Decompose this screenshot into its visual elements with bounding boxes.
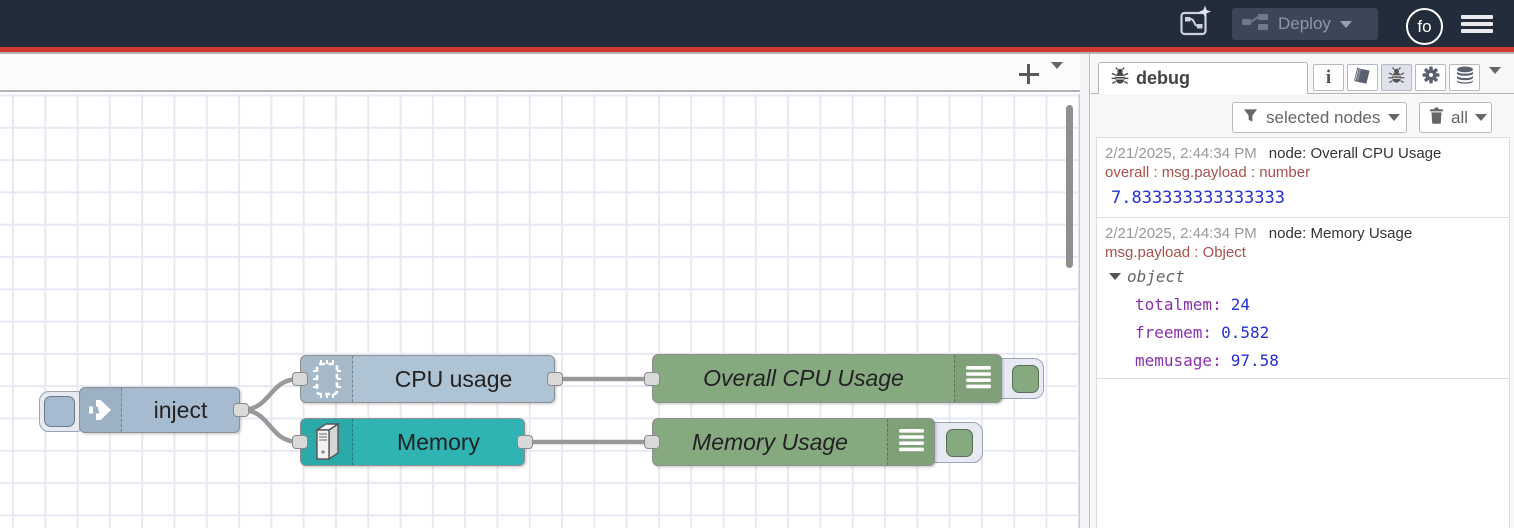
debug-filter-button[interactable]: selected nodes: [1232, 102, 1407, 133]
json-root-label: object: [1127, 266, 1185, 286]
json-tree-entry[interactable]: freemem: 0.582: [1105, 318, 1501, 346]
user-avatar[interactable]: fo: [1406, 8, 1443, 45]
sidebar-resize-handle[interactable]: [1080, 54, 1090, 528]
message-source-node[interactable]: node: Overall CPU Usage: [1268, 145, 1442, 162]
add-flow-button[interactable]: [1014, 62, 1042, 86]
message-source-node[interactable]: node: Memory Usage: [1268, 225, 1413, 242]
info-icon: i: [1325, 67, 1332, 88]
sidebar-help-button[interactable]: [1347, 64, 1378, 91]
json-value: 97.58: [1230, 350, 1279, 370]
debug-list-icon: [954, 355, 1001, 402]
sidebar: debug i: [1091, 54, 1514, 528]
sidebar-debug-button[interactable]: [1381, 64, 1412, 91]
tab-debug-label: debug: [1136, 68, 1190, 88]
sidebar-menu-button[interactable]: [1489, 67, 1501, 92]
canvas-scrollbar[interactable]: [1066, 105, 1073, 268]
deploy-icon: [1242, 12, 1269, 37]
gear-icon: [1422, 66, 1440, 89]
json-key: totalmem:: [1135, 294, 1222, 314]
wire-layer: [238, 376, 655, 445]
node-label: Memory: [396, 428, 481, 455]
json-tree-root-row[interactable]: object: [1105, 262, 1501, 290]
port-output[interactable]: [233, 403, 249, 417]
node-label: Memory Usage: [692, 428, 848, 455]
debug-list-icon: [887, 419, 934, 465]
port-input[interactable]: [644, 435, 660, 449]
json-value: 24: [1230, 294, 1250, 314]
computer-tower-icon: [301, 419, 353, 465]
debug-clear-label: all: [1451, 107, 1469, 127]
node-memory[interactable]: Memory: [300, 418, 525, 466]
book-icon: [1353, 66, 1372, 89]
deploy-label: Deploy: [1278, 14, 1331, 33]
chevron-down-icon: [1475, 114, 1488, 121]
debug-clear-button[interactable]: all: [1419, 102, 1492, 133]
node-debug-overall-cpu[interactable]: Overall CPU Usage: [652, 354, 1002, 403]
inject-arrow-icon: [80, 388, 122, 432]
collapse-caret-icon[interactable]: [1109, 272, 1121, 280]
flow-assistant-button[interactable]: [1176, 4, 1214, 45]
json-key: memusage:: [1135, 350, 1222, 370]
main-menu-button[interactable]: [1461, 15, 1493, 33]
flow-canvas[interactable]: [0, 94, 1080, 528]
wire[interactable]: [238, 376, 302, 413]
json-key: freemem:: [1135, 322, 1213, 342]
deploy-button[interactable]: Deploy: [1232, 8, 1378, 40]
chevron-down-icon: [1388, 114, 1401, 121]
sidebar-info-button[interactable]: i: [1313, 64, 1344, 91]
debug-filter-label: selected nodes: [1266, 107, 1381, 127]
port-input[interactable]: [292, 372, 308, 386]
sidebar-config-button[interactable]: [1415, 64, 1446, 91]
message-property-path: msg.payload : Object: [1105, 244, 1246, 261]
bug-icon: [1388, 66, 1405, 89]
port-input[interactable]: [292, 435, 308, 449]
sidebar-context-button[interactable]: [1449, 64, 1480, 91]
message-property-path: overall : msg.payload : number: [1105, 164, 1311, 181]
trash-icon: [1429, 107, 1444, 129]
json-value: 0.582: [1221, 322, 1270, 342]
node-cpu-usage[interactable]: CPU usage: [300, 355, 555, 403]
bug-icon: [1111, 67, 1129, 90]
tab-debug[interactable]: debug: [1098, 62, 1308, 94]
json-tree: object totalmem: 24 freemem: 0.582 memus…: [1105, 262, 1501, 374]
wire[interactable]: [238, 407, 302, 445]
node-inject[interactable]: inject: [79, 387, 240, 433]
message-value[interactable]: 7.833333333333333: [1111, 188, 1285, 208]
node-debug-memory-usage[interactable]: Memory Usage: [652, 418, 935, 466]
chevron-down-icon: [1489, 67, 1501, 91]
flow-sparkle-icon: [1177, 4, 1213, 45]
deploy-caret-icon[interactable]: [1339, 20, 1352, 28]
message-timestamp: 2/21/2025, 2:44:34 PM: [1105, 145, 1257, 162]
node-label: Overall CPU Usage: [703, 365, 904, 391]
funnel-icon: [1243, 108, 1258, 128]
json-tree-entry[interactable]: totalmem: 24: [1105, 290, 1501, 318]
cpu-chip-icon: [301, 356, 353, 402]
port-output[interactable]: [547, 372, 563, 386]
port-output[interactable]: [517, 435, 533, 449]
deploy-accent-line: [0, 47, 1514, 52]
json-tree-entry[interactable]: memusage: 97.58: [1105, 346, 1501, 374]
debug-enable-toggle[interactable]: [1012, 365, 1039, 393]
header-divider: [0, 52, 1514, 54]
message-timestamp: 2/21/2025, 2:44:34 PM: [1105, 225, 1257, 242]
port-input[interactable]: [644, 372, 660, 386]
debug-message[interactable]: 2/21/2025, 2:44:34 PM node: Overall CPU …: [1097, 138, 1509, 218]
node-label: CPU usage: [394, 365, 513, 392]
debug-enable-toggle[interactable]: [946, 429, 973, 457]
hamburger-icon: [1461, 15, 1493, 19]
database-icon: [1455, 66, 1475, 89]
flow-tab-bar: [0, 54, 1080, 92]
debug-message[interactable]: 2/21/2025, 2:44:34 PM node: Memory Usage…: [1097, 218, 1509, 379]
avatar-label: fo: [1417, 16, 1432, 36]
header-bar: Deploy fo: [0, 0, 1514, 47]
node-label: inject: [153, 396, 208, 423]
inject-trigger-button[interactable]: [44, 396, 75, 427]
debug-toolbar: selected nodes all: [1091, 94, 1514, 137]
debug-message-list[interactable]: 2/21/2025, 2:44:34 PM node: Overall CPU …: [1096, 137, 1510, 528]
